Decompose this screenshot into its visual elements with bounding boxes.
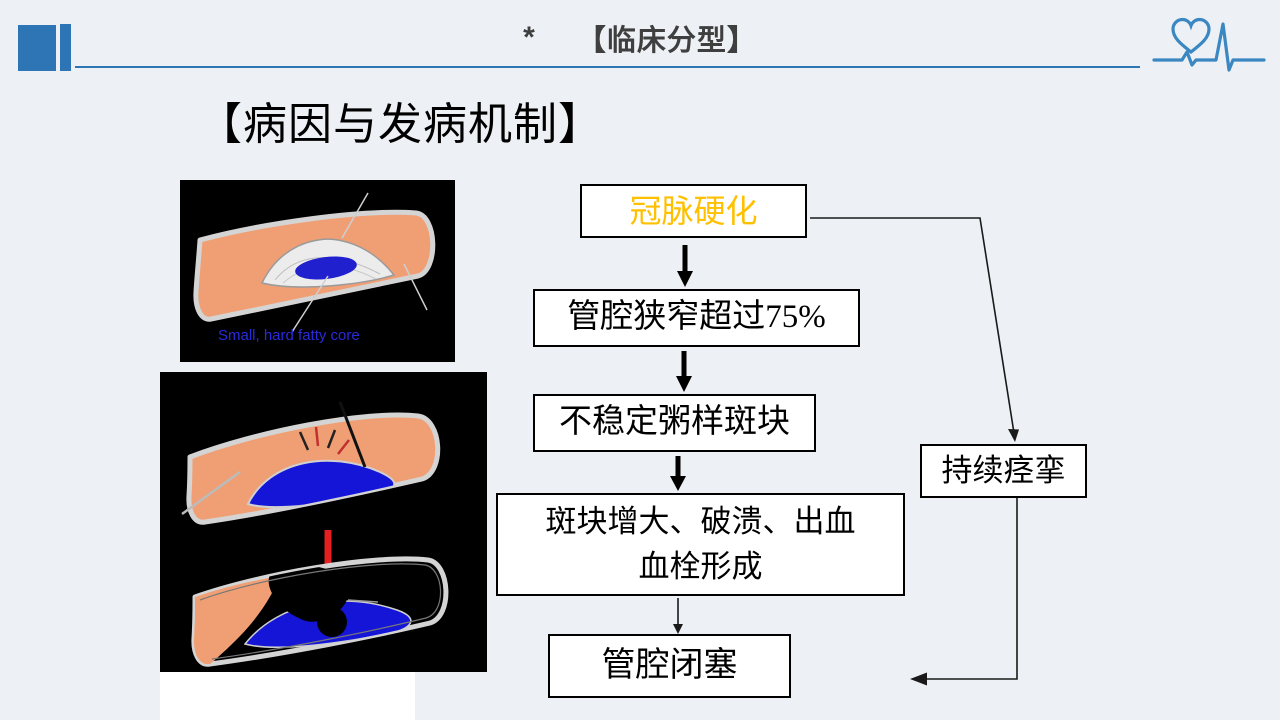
plaque-caption: Small, hard fatty core: [218, 327, 360, 344]
pointer-line: [403, 263, 428, 311]
flowchart-box-unstable-plaque: 不稳定粥样斑块: [533, 394, 816, 452]
rupture-burst-marks: [298, 426, 350, 455]
thin-down-arrow-icon: [673, 598, 683, 634]
residual-lumen: [193, 576, 280, 665]
down-arrow-icon: [677, 245, 693, 287]
inner-wall-line: [199, 563, 442, 660]
flowchart-box-lumen-occlusion: 管腔闭塞: [548, 634, 791, 698]
white-strip: [160, 672, 415, 720]
flowchart-box-plaque-progression: 斑块增大、破溃、出血 血栓形成: [496, 493, 905, 596]
artery-thrombosis-illustration: [160, 372, 487, 672]
crack-line: [347, 599, 379, 603]
plaque-texture-line: [274, 257, 381, 281]
fatty-core: [295, 256, 357, 280]
pointer-line: [338, 401, 367, 468]
box-label: 管腔闭塞: [601, 646, 738, 684]
heart-ecg-icon: [1152, 17, 1266, 72]
flowchart-box-lumen-stenosis: 管腔狭窄超过75%: [533, 289, 860, 347]
box-label: 不稳定粥样斑块: [559, 404, 790, 441]
pointer-line: [341, 192, 369, 239]
header-underline: [75, 66, 1140, 68]
header: * 【临床分型】: [0, 14, 1280, 62]
pointer-line: [291, 275, 329, 333]
heart-outline: [1171, 17, 1211, 55]
connector-spasm-to-occlusion: [910, 498, 1018, 686]
corner-square-decoration: [18, 25, 56, 71]
ecg-line: [1152, 22, 1266, 72]
down-arrow-icon: [676, 351, 692, 392]
box-label: 持续痉挛: [941, 452, 1066, 488]
header-title: 【临床分型】: [576, 25, 757, 57]
box-label: 冠脉硬化: [629, 193, 758, 229]
flowchart-box-persistent-spasm: 持续痉挛: [920, 444, 1087, 498]
pointer-line: [181, 470, 241, 516]
box-label: 管腔狭窄超过75%: [567, 299, 826, 336]
slide-title: 【病因与发病机制】: [198, 100, 603, 149]
box-label-line2: 血栓形成: [638, 548, 763, 584]
flowchart-box-coronary-sclerosis: 冠脉硬化: [580, 184, 807, 238]
corner-bar-decoration: [60, 24, 71, 71]
down-arrow-icon: [670, 456, 686, 491]
occlusion-mass: [317, 607, 347, 637]
box-label-line1: 斑块增大、破溃、出血: [545, 503, 856, 539]
artery-plaque-illustration: Small, hard fatty core: [180, 180, 455, 362]
header-bullet-marker: *: [523, 21, 535, 54]
